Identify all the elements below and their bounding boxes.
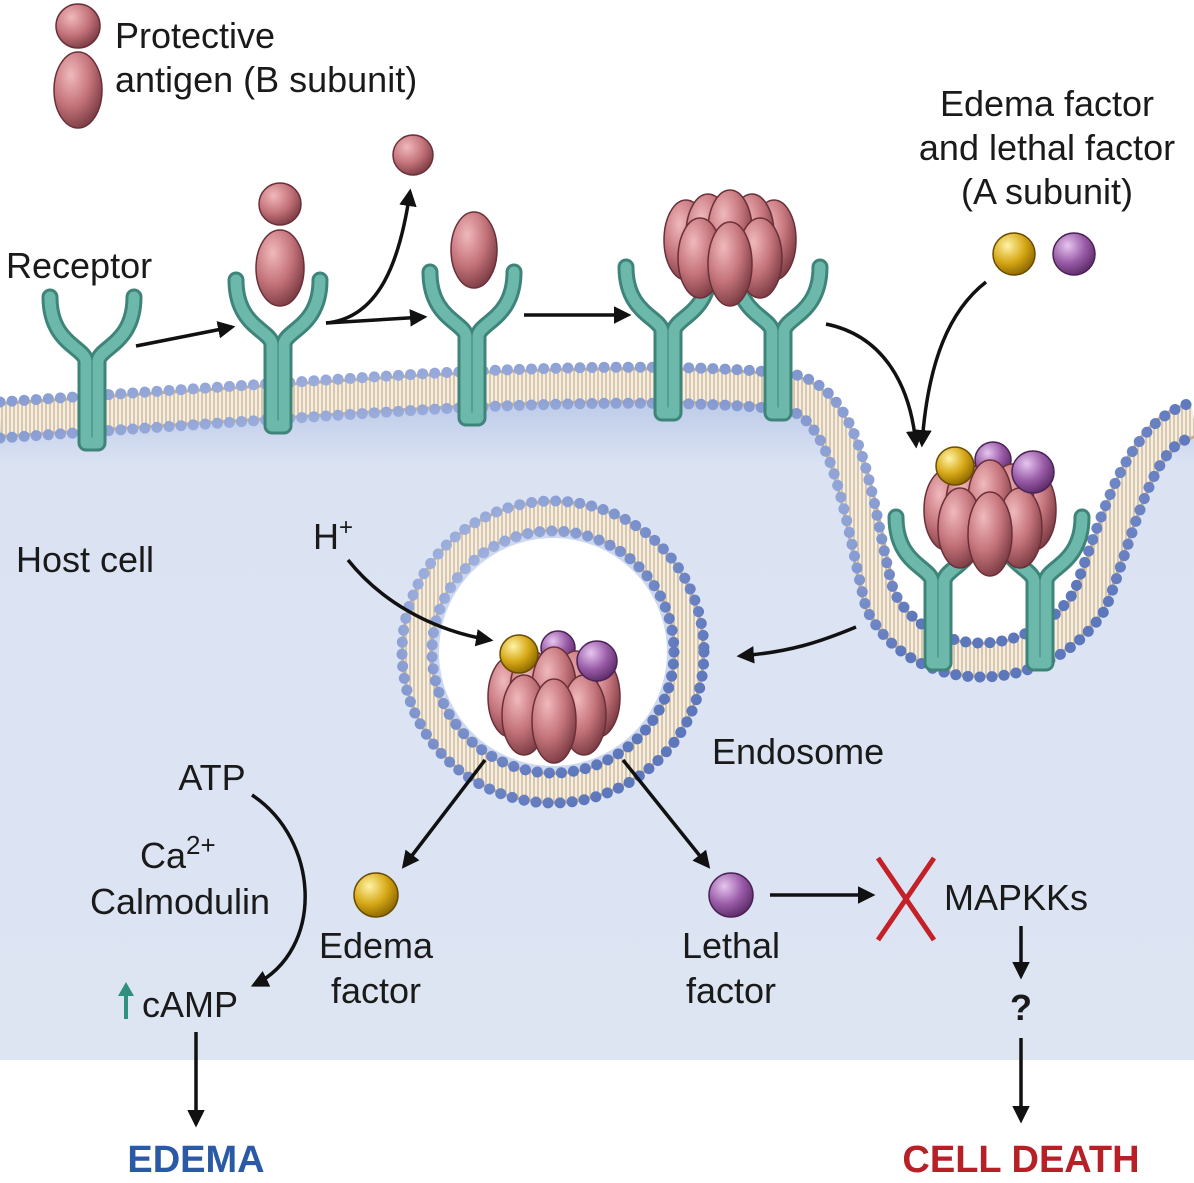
camp-label: cAMP <box>142 984 238 1025</box>
arrow-lf-release <box>621 758 711 869</box>
lethal-factor-legend-icon <box>1052 232 1096 276</box>
camp-up-arrow-icon <box>118 982 134 1019</box>
calmodulin-label: Calmodulin <box>90 881 270 922</box>
ef-lf-label-line1: Edema factor <box>940 83 1154 124</box>
arrow-factors-binding <box>914 280 988 448</box>
inhibition-x-icon <box>875 856 937 942</box>
edema-factor-released <box>353 872 399 918</box>
cleaved-pa-bound <box>450 211 498 289</box>
cell-death-outcome: CELL DEATH <box>902 1139 1139 1181</box>
receptor-label: Receptor <box>6 245 152 286</box>
arrow-ef-release <box>401 758 487 869</box>
ef-lf-label-line2: and lethal factor <box>919 127 1175 168</box>
toxin-complex-endosome <box>487 630 621 764</box>
protective-antigen-bound <box>255 182 305 307</box>
arrow-cleavage-to-bound <box>325 309 428 327</box>
lethal-factor-label-line1: Lethal <box>682 925 780 966</box>
arrow-endocytosis <box>736 625 857 664</box>
lethal-factor-released <box>708 872 754 918</box>
ef-lf-label-line3: (A subunit) <box>961 171 1133 212</box>
arrow-cleavage-release <box>325 188 417 325</box>
edema-factor-legend-icon <box>992 232 1036 276</box>
edema-factor-label-line1: Edema <box>319 925 434 966</box>
arrow-to-invagination <box>825 322 924 449</box>
host-cell-label: Host cell <box>16 539 154 580</box>
arrow-atp-to-camp <box>250 793 307 987</box>
atp-label: ATP <box>178 757 245 798</box>
toxin-complex-invagination <box>923 441 1057 577</box>
pa-heptamer <box>663 189 797 307</box>
lethal-factor-label-line2: factor <box>686 970 776 1011</box>
mapkks-label: MAPKKs <box>944 877 1088 918</box>
edema-factor-label-line2: factor <box>331 970 421 1011</box>
h-plus-label: H+ <box>313 514 353 557</box>
arrow-receptor-binding <box>135 321 236 348</box>
unknown-step-label: ? <box>1010 987 1032 1028</box>
cleaved-pa-fragment <box>392 134 434 176</box>
protective-antigen-legend-icon <box>53 3 103 129</box>
protective-antigen-label-line2: antigen (B subunit) <box>115 59 417 100</box>
arrow-h-plus <box>346 558 494 647</box>
protective-antigen-label-line1: Protective <box>115 15 275 56</box>
edema-outcome: EDEMA <box>127 1139 264 1181</box>
ca-label: Ca2+ <box>140 830 216 876</box>
endosome-label: Endosome <box>712 731 884 772</box>
plasma-membrane <box>0 361 1194 683</box>
